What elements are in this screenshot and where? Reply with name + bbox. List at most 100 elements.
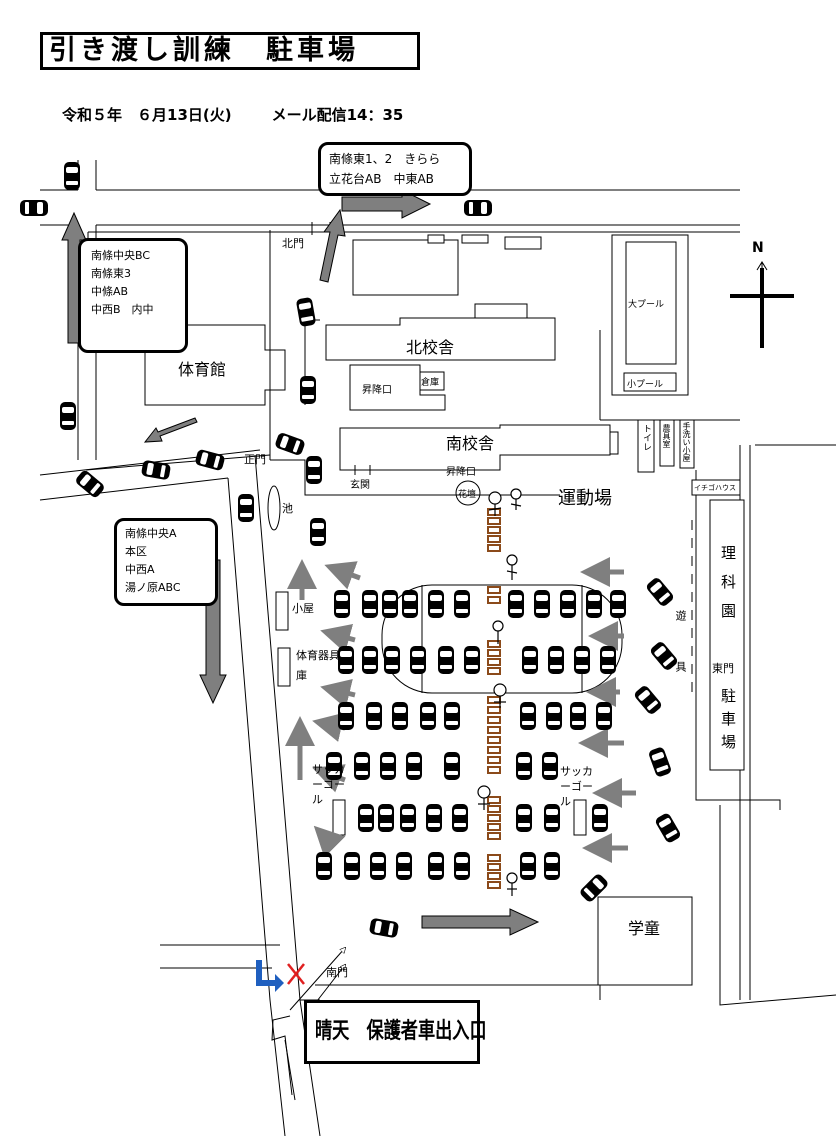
car-icon bbox=[426, 804, 442, 832]
car-icon bbox=[654, 811, 682, 845]
car-icon bbox=[20, 200, 48, 216]
south-gate-label: 南門 bbox=[326, 966, 348, 979]
car-icon bbox=[316, 852, 332, 880]
group-entry: 南條中央A bbox=[125, 527, 177, 540]
cone-icon bbox=[487, 872, 501, 880]
cone-icon bbox=[487, 517, 501, 525]
group-entry: 本区 bbox=[125, 545, 147, 558]
main-gate-label: 正門 bbox=[244, 453, 266, 466]
car-icon bbox=[406, 752, 422, 780]
pond-label: 池 bbox=[282, 502, 293, 515]
car-icon bbox=[464, 646, 480, 674]
group-entry: 中西A bbox=[125, 563, 155, 576]
shed-label: 小屋 bbox=[292, 602, 314, 615]
car-icon bbox=[464, 200, 492, 216]
car-icon bbox=[534, 590, 550, 618]
car-icon bbox=[60, 402, 76, 430]
cone-icon bbox=[487, 649, 501, 657]
red-x-icon bbox=[287, 963, 305, 985]
elevator-2-label: 昇降口 bbox=[446, 467, 476, 478]
group-entry: 中條AB bbox=[91, 285, 129, 298]
gym-storage-label: 体育器具庫 bbox=[296, 649, 340, 682]
entrance-notice-text: 晴天 保護者車出入口 bbox=[315, 1019, 487, 1044]
cone-icon bbox=[487, 746, 501, 754]
car-icon bbox=[520, 852, 536, 880]
tool-room-label: 農具室 bbox=[662, 424, 671, 448]
car-icon bbox=[600, 646, 616, 674]
buildings bbox=[144, 234, 745, 986]
ichigo-house-label: イチゴハウス bbox=[694, 484, 736, 492]
car-icon bbox=[362, 646, 378, 674]
cone-icon bbox=[487, 766, 501, 774]
car-icon bbox=[274, 431, 306, 457]
car-icon bbox=[366, 702, 382, 730]
cone-icon bbox=[487, 736, 501, 744]
car-icon bbox=[444, 752, 460, 780]
big-pool-label: 大プール bbox=[628, 300, 665, 310]
car-icon bbox=[338, 702, 354, 730]
car-icon bbox=[520, 702, 536, 730]
group-entry: 中西B 内中 bbox=[91, 303, 154, 316]
science-garden-label: 理科園 bbox=[719, 545, 737, 632]
group-box-south-west: 南條中央A 本区 中西A 湯ノ原ABC bbox=[114, 518, 218, 606]
car-icon bbox=[544, 852, 560, 880]
cone-icon bbox=[487, 706, 501, 714]
entrance-notice: 晴天 保護者車出入口 bbox=[304, 1000, 487, 1064]
car-icon bbox=[546, 702, 562, 730]
group-entry: 立花台AB 中東AB bbox=[329, 172, 434, 186]
soccer-goal-right-label: サッカーゴール bbox=[560, 765, 593, 808]
car-icon bbox=[542, 752, 558, 780]
car-icon bbox=[610, 590, 626, 618]
playground-equipment-label: 遊具 bbox=[674, 610, 687, 712]
car-icon bbox=[238, 494, 254, 522]
car-icon bbox=[362, 590, 378, 618]
cone-icon bbox=[487, 805, 501, 813]
cone-icon bbox=[487, 544, 501, 552]
car-icon bbox=[194, 448, 226, 472]
car-icon bbox=[334, 590, 350, 618]
car-icon bbox=[644, 576, 676, 608]
south-building-label: 南校舎 bbox=[446, 434, 495, 453]
car-icon bbox=[438, 646, 454, 674]
car-icon bbox=[548, 646, 564, 674]
car-icon bbox=[522, 646, 538, 674]
entrance-label: 玄関 bbox=[350, 480, 370, 491]
car-icon bbox=[370, 852, 386, 880]
car-icon bbox=[410, 646, 426, 674]
car-icon bbox=[560, 590, 576, 618]
cone-icon bbox=[487, 832, 501, 840]
compass-icon bbox=[730, 261, 794, 348]
car-icon bbox=[358, 804, 374, 832]
cone-icon bbox=[487, 726, 501, 734]
car-icon bbox=[516, 752, 532, 780]
car-icon bbox=[306, 456, 322, 484]
car-icon bbox=[300, 376, 316, 404]
cone-icon bbox=[487, 796, 501, 804]
mail-time: メール配信14：35 bbox=[271, 106, 404, 124]
cone-icon bbox=[487, 658, 501, 666]
car-icon bbox=[516, 804, 532, 832]
car-icon bbox=[452, 804, 468, 832]
group-entry: 湯ノ原ABC bbox=[125, 581, 181, 594]
car-icon bbox=[400, 804, 416, 832]
cone-icon bbox=[487, 716, 501, 724]
gym-label: 体育館 bbox=[178, 360, 227, 379]
car-icon bbox=[392, 702, 408, 730]
group-entry: 南條東1、2 きらら bbox=[329, 152, 441, 166]
page-title: 引き渡し訓練 駐車場 bbox=[40, 32, 420, 70]
car-icon bbox=[586, 590, 602, 618]
schoolyard-label: 運動場 bbox=[558, 488, 612, 509]
date-text: 令和５年 ６月13日(火) bbox=[62, 106, 232, 124]
small-pool-label: 小プール bbox=[627, 380, 664, 390]
north-gate-label: 北門 bbox=[282, 237, 304, 250]
cone-icon bbox=[487, 881, 501, 889]
car-icon bbox=[382, 590, 398, 618]
car-icon bbox=[378, 804, 394, 832]
car-icon bbox=[368, 917, 400, 939]
toilet-label: トイレ bbox=[641, 424, 651, 451]
car-icon bbox=[647, 746, 673, 778]
car-icon bbox=[64, 162, 80, 190]
cone-icon bbox=[487, 526, 501, 534]
date-line: 令和５年 ６月13日(火) メール配信14：35 bbox=[62, 104, 403, 125]
afterschool-label: 学童 bbox=[628, 919, 661, 938]
